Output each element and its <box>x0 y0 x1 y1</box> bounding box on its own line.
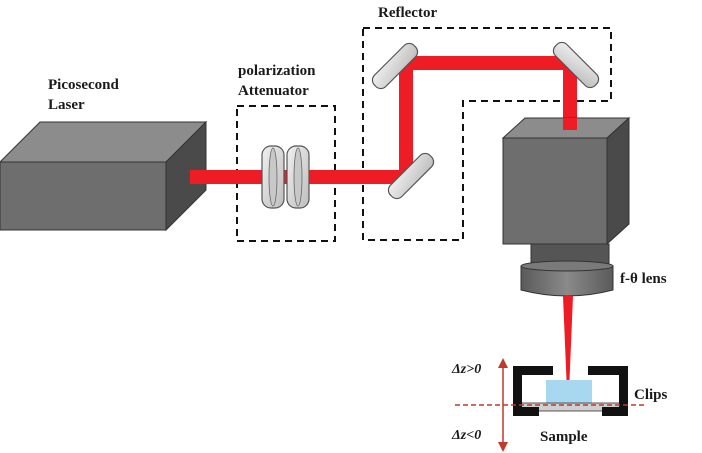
sample <box>546 380 592 404</box>
laser-label-line2: Laser <box>48 97 85 113</box>
reflector-dashed-box <box>362 27 612 241</box>
focused-beam <box>563 296 573 392</box>
clips <box>513 366 628 416</box>
attenuator-label-line2: Attenuator <box>238 83 309 99</box>
mirror-upper-right <box>552 41 600 89</box>
f-theta-lens <box>520 243 614 297</box>
scanner-box <box>501 116 631 246</box>
mirror-upper-left <box>371 42 419 90</box>
clips-label: Clips <box>634 387 668 403</box>
picosecond-laser <box>0 120 208 232</box>
mirror-lower <box>387 152 435 200</box>
dz-positive-label: Δz>0 <box>452 362 482 377</box>
lens-label: f-θ lens <box>620 271 667 287</box>
reflector-label: Reflector <box>378 5 438 21</box>
dz-arrow <box>498 358 508 452</box>
sample-label: Sample <box>540 429 588 445</box>
polarization-waveplates <box>261 145 310 209</box>
laser-label-line1: Picosecond <box>48 77 119 93</box>
attenuator-label-line1: polarization <box>238 63 316 79</box>
dz-negative-label: Δz<0 <box>452 428 482 443</box>
